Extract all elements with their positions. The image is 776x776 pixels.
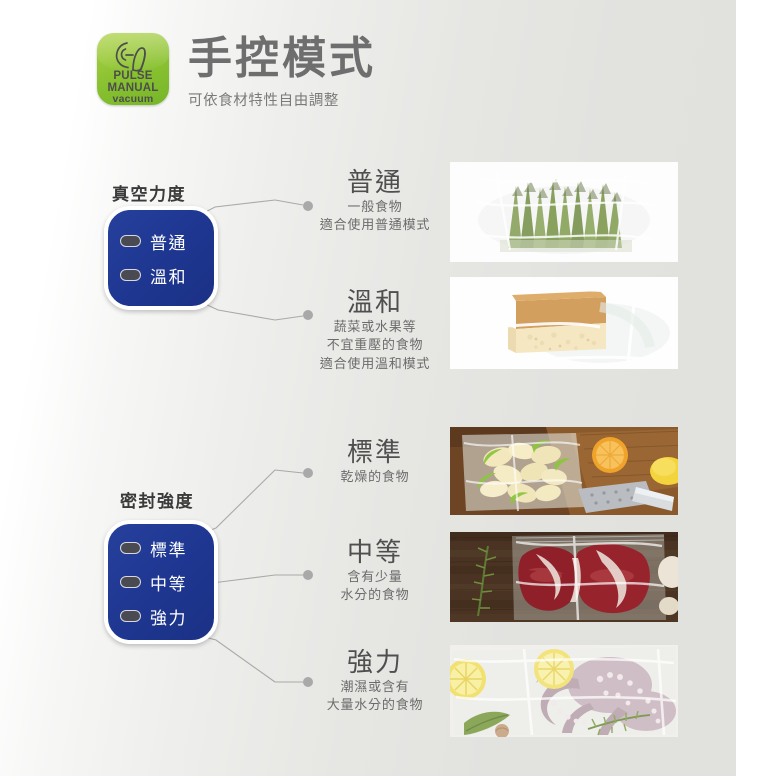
description-title: 中等 (346, 537, 403, 567)
photo-vacuum-sealed-asparagus (450, 162, 678, 262)
photo-vacuum-sealed-sponge-cake (450, 277, 678, 369)
description-line: 蔬菜或水果等 (333, 318, 417, 334)
photo-vacuum-sealed-octopus (450, 645, 678, 737)
logo-line-vacuum: vacuum (112, 93, 154, 105)
panel-option-zhongdeng[interactable]: 中等 (120, 565, 214, 599)
page-title: 手控模式 (188, 34, 376, 83)
led-indicator-icon (120, 269, 141, 281)
description-line: 大量水分的食物 (326, 697, 424, 713)
header-titles: 手控模式 可依食材特性自由調整 (188, 33, 376, 110)
panel-option-label: 中等 (150, 574, 187, 594)
panel-option-biaozhun[interactable]: 標準 (120, 531, 214, 565)
description-block-biaozhun: 標準 乾燥的食物 (280, 437, 470, 486)
description-title: 溫和 (346, 287, 403, 317)
description-line: 水分的食物 (340, 587, 410, 603)
description-title: 標準 (346, 437, 403, 467)
panel-option-label: 標準 (150, 540, 187, 560)
description-block-putong: 普通 一般食物 適合使用普通模式 (280, 167, 470, 235)
description-block-qiangli: 強力 潮濕或含有 大量水分的食物 (280, 647, 470, 715)
description-line: 適合使用溫和模式 (319, 355, 431, 371)
description-line: 潮濕或含有 (340, 678, 410, 694)
panel-option-wenhe[interactable]: 溫和 (120, 258, 214, 292)
header: PULSE MANUAL vacuum 手控模式 可依食材特性自由調整 (97, 33, 376, 110)
logo-text: PULSE MANUAL vacuum (97, 70, 169, 105)
section-heading-vacuum-strength: 真空力度 (112, 185, 186, 204)
background-right-margin (736, 0, 776, 776)
description-line: 一般食物 (347, 198, 403, 214)
pulse-hand-icon (115, 42, 146, 72)
description-line: 適合使用普通模式 (319, 217, 431, 233)
control-panel-vacuum-strength[interactable]: 普通 溫和 (104, 206, 218, 310)
led-indicator-icon (120, 576, 141, 588)
logo-line-manual: MANUAL (107, 81, 159, 94)
logo-line-pulse: PULSE (113, 70, 153, 82)
section-heading-seal-strength: 密封強度 (120, 492, 194, 511)
panel-option-label: 溫和 (150, 267, 187, 287)
description-line: 不宜重壓的食物 (326, 337, 424, 353)
led-indicator-icon (120, 542, 141, 554)
led-indicator-icon (120, 610, 141, 622)
photo-vacuum-sealed-sliced-apples (450, 427, 678, 515)
panel-option-qiangli[interactable]: 強力 (120, 599, 214, 633)
description-line: 乾燥的食物 (340, 468, 410, 484)
pulse-manual-vacuum-logo: PULSE MANUAL vacuum (97, 33, 169, 105)
led-indicator-icon (120, 235, 141, 247)
page-subtitle: 可依食材特性自由調整 (188, 92, 339, 109)
description-title: 普通 (346, 167, 403, 197)
photo-vacuum-sealed-raw-steak (450, 532, 678, 622)
description-line: 含有少量 (347, 568, 403, 584)
control-panel-seal-strength[interactable]: 標準 中等 強力 (104, 520, 218, 644)
description-block-wenhe: 溫和 蔬菜或水果等 不宜重壓的食物 適合使用溫和模式 (280, 287, 470, 373)
description-title: 強力 (346, 647, 403, 677)
description-block-zhongdeng: 中等 含有少量 水分的食物 (280, 537, 470, 605)
panel-option-putong[interactable]: 普通 (120, 224, 214, 258)
panel-option-label: 強力 (150, 608, 187, 628)
panel-option-label: 普通 (150, 233, 187, 253)
